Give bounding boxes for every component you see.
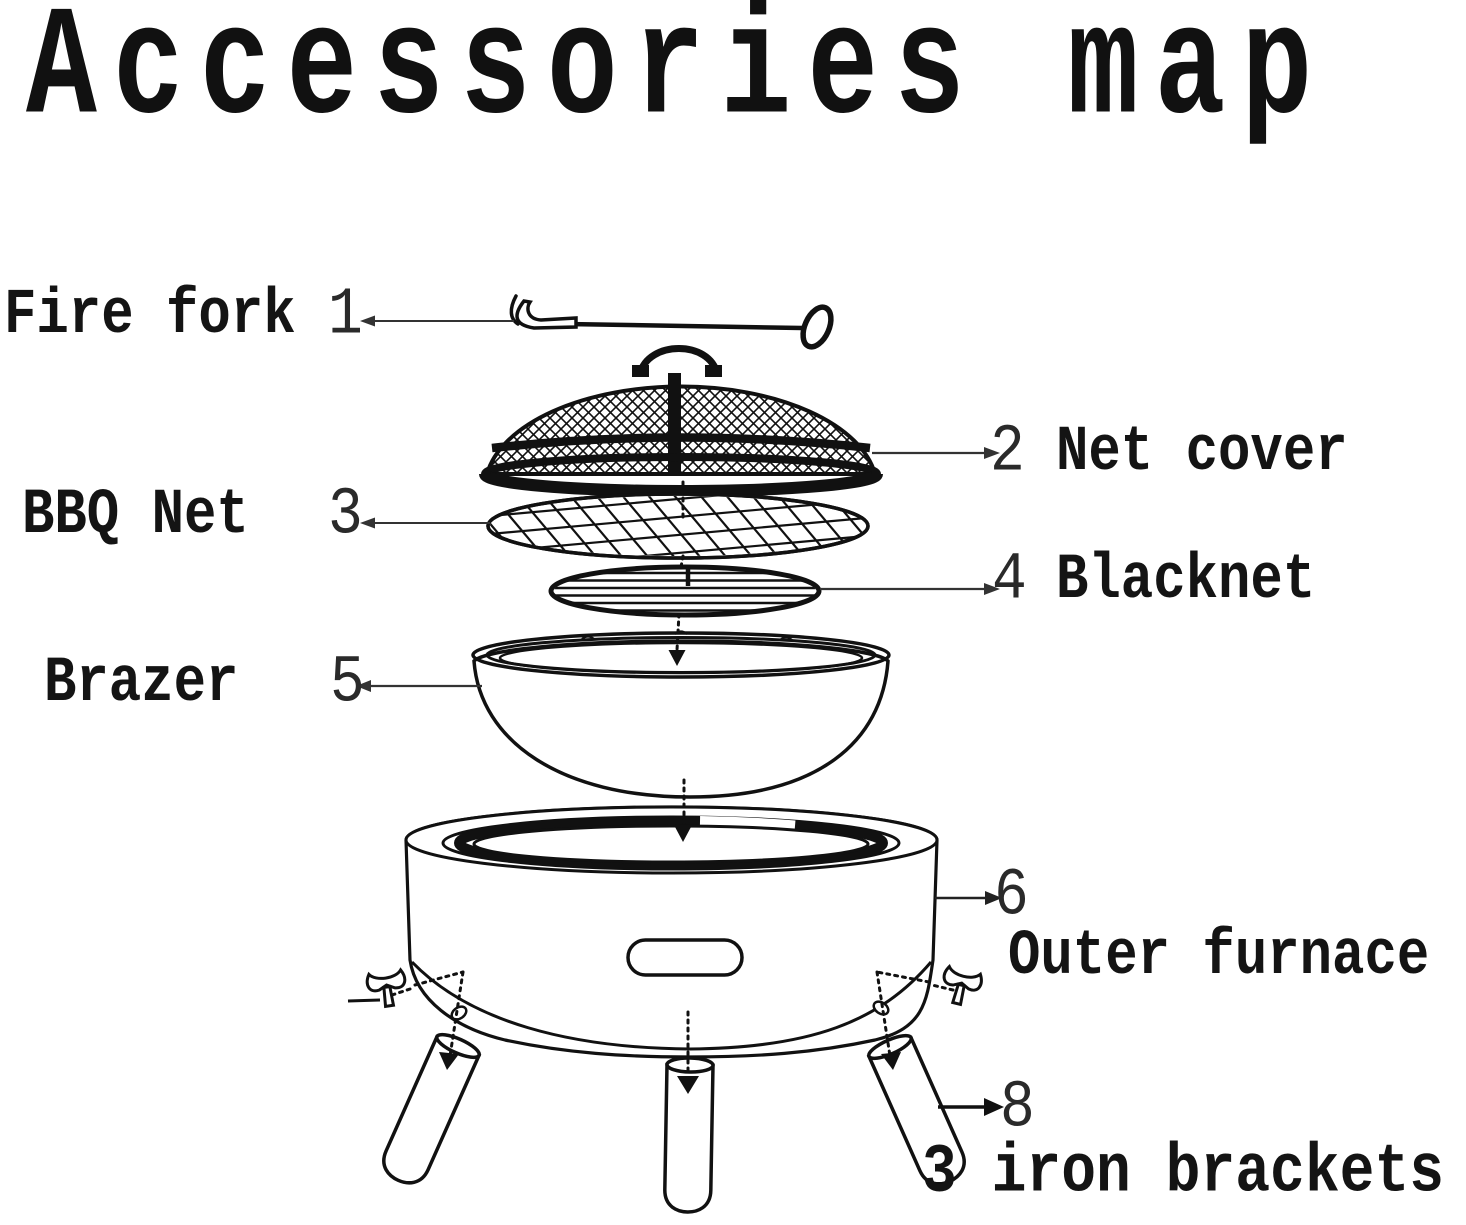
iron-bracket-left — [375, 1028, 484, 1192]
arrowhead-left-3 — [360, 517, 375, 529]
arrowhead-right-8 — [984, 1098, 1004, 1116]
fire-fork-illustration — [509, 294, 834, 350]
screw-hole-right — [872, 1000, 890, 1016]
leader-line-6 — [935, 891, 1002, 905]
leader-line-3 — [360, 517, 490, 529]
leader-line-1 — [360, 315, 514, 327]
wing-screw-left — [364, 968, 410, 1010]
fire-fork-handle — [800, 304, 834, 350]
brazer-illustration — [471, 630, 891, 799]
assembly-guide-lines — [390, 480, 955, 1078]
screw-hole-left — [450, 1005, 468, 1021]
outer-furnace-illustration — [404, 805, 939, 1059]
arrowhead-left-1 — [360, 315, 375, 327]
leader-line-5 — [356, 680, 482, 692]
part-label-bbq-net: BBQ Net — [22, 480, 249, 553]
part-label-brazer: Brazer — [44, 648, 239, 721]
leader-line-2 — [872, 447, 1000, 459]
part-number-8: 8 — [1000, 1071, 1035, 1147]
part-number-6: 6 — [994, 859, 1029, 935]
blacknet-illustration — [548, 564, 822, 618]
arrowhead-right-2 — [984, 447, 1000, 459]
part-number-4: 4 — [992, 543, 1027, 619]
bbq-net-illustration — [486, 492, 870, 560]
part-number-1: 1 — [328, 278, 363, 354]
wing-screw-left-tick — [347, 998, 381, 1003]
leader-line-4 — [820, 583, 1000, 595]
part-label-net-cover: Net cover — [1056, 417, 1348, 490]
arrowhead-right-4 — [984, 583, 1000, 595]
arrowhead-left-5 — [356, 680, 371, 692]
arrowhead-right-6 — [985, 891, 1002, 905]
net-cover-handle — [636, 345, 721, 376]
part-label-fire-fork: Fire fork — [4, 280, 296, 353]
part-number-3: 3 — [328, 478, 363, 554]
part-label-blacknet: Blacknet — [1056, 545, 1316, 618]
part-label-outer-furnace: Outer furnace — [1008, 921, 1430, 994]
part-label-iron-brackets: 3 iron brackets — [922, 1135, 1445, 1212]
part-number-2: 2 — [990, 415, 1025, 491]
part-number-5: 5 — [330, 646, 365, 722]
assembly-guide-arrowheads — [439, 650, 901, 1094]
furnace-handle-cutout — [626, 938, 744, 977]
leader-line-8 — [938, 1098, 1004, 1116]
net-cover-illustration — [479, 345, 883, 497]
page-title: Accessories map — [26, 0, 1329, 159]
